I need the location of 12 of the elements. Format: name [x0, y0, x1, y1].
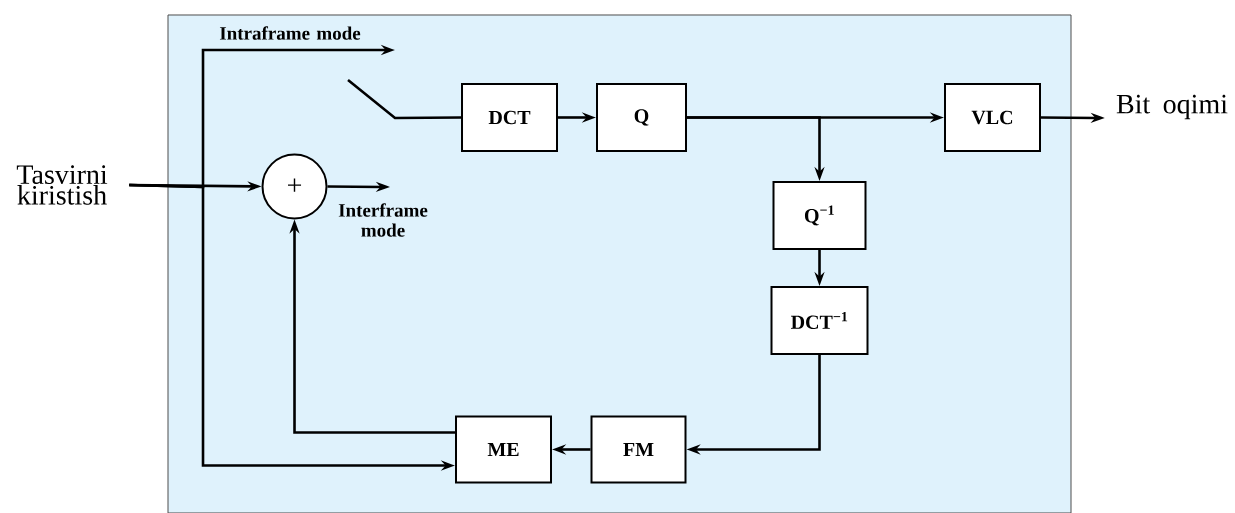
- process-box: VLC: [944, 83, 1041, 152]
- process-box: DCT$^{−1}$: [770, 286, 869, 355]
- process-box: Q$^{−1}$: [772, 181, 867, 250]
- process-box: ME: [455, 415, 552, 484]
- switch-line: [347, 79, 462, 120]
- process-box: FM: [590, 415, 687, 484]
- process-box: DCT: [461, 83, 558, 152]
- edge-label: Intraframe mode: [219, 26, 361, 40]
- io-label: Tasvirni kiristish: [16, 165, 108, 205]
- edge-label: Interframe mode: [338, 203, 428, 237]
- io-label: Bit oqimi: [1116, 94, 1228, 120]
- process-box: Q: [596, 83, 687, 152]
